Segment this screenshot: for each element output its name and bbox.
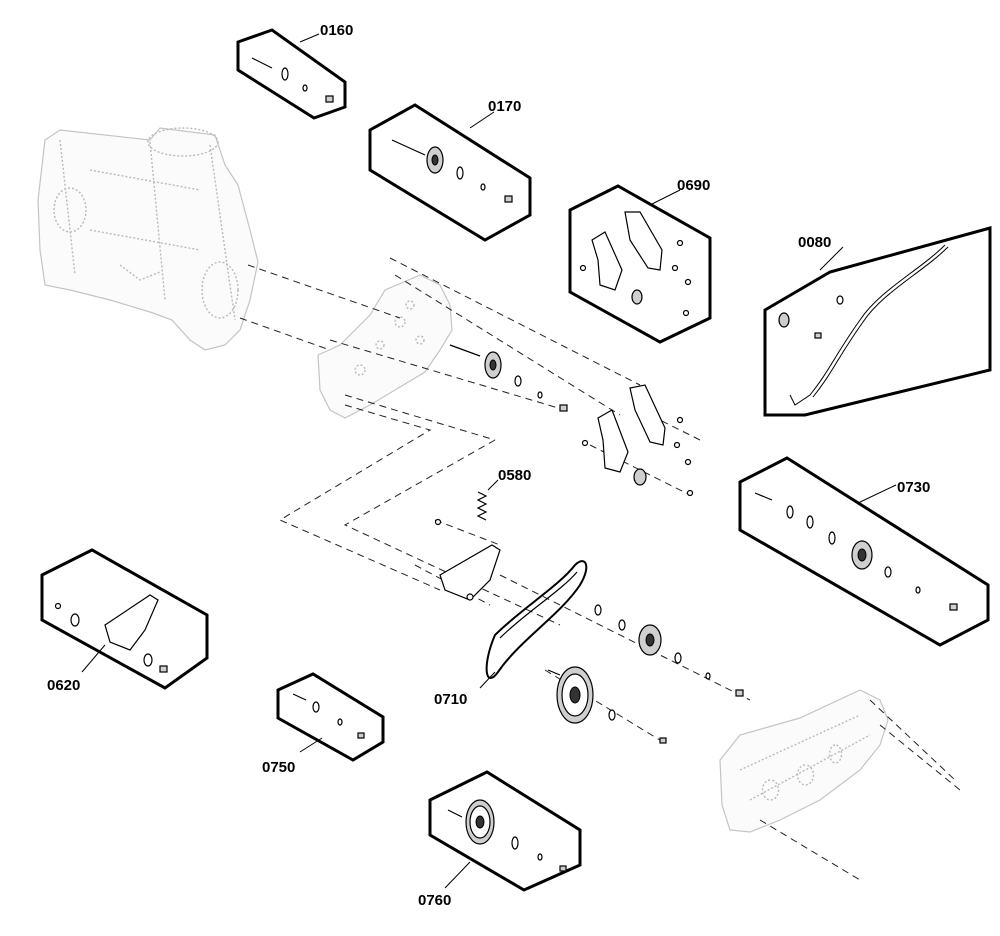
callout-0760: 0760 (418, 892, 451, 909)
callout-0710: 0710 (434, 691, 467, 708)
callout-0730: 0730 (897, 479, 930, 496)
kit-box-0160: 0160 (236, 22, 353, 120)
kit-box-0730: 0730 (738, 456, 990, 647)
kit-box-0760: 0760 (418, 770, 582, 909)
ghost-auger-housing (37, 127, 259, 351)
kit-box-0690: 0690 (568, 177, 712, 344)
callout-0170: 0170 (488, 98, 521, 115)
kit-box-0620: 0620 (40, 548, 209, 694)
callout-0080: 0080 (798, 234, 831, 251)
callout-0620: 0620 (47, 677, 80, 694)
ghost-side-plate (317, 274, 453, 419)
callout-0750: 0750 (262, 759, 295, 776)
center-parts (434, 344, 744, 744)
kit-box-0170: 0170 (368, 98, 532, 242)
callout-0160: 0160 (320, 22, 353, 39)
ghost-handle-housing (719, 689, 889, 833)
kit-box-0080: 0080 (763, 226, 992, 417)
kit-box-0750: 0750 (262, 672, 385, 776)
callout-0690: 0690 (677, 177, 710, 194)
callout-0580: 0580 (498, 467, 531, 484)
